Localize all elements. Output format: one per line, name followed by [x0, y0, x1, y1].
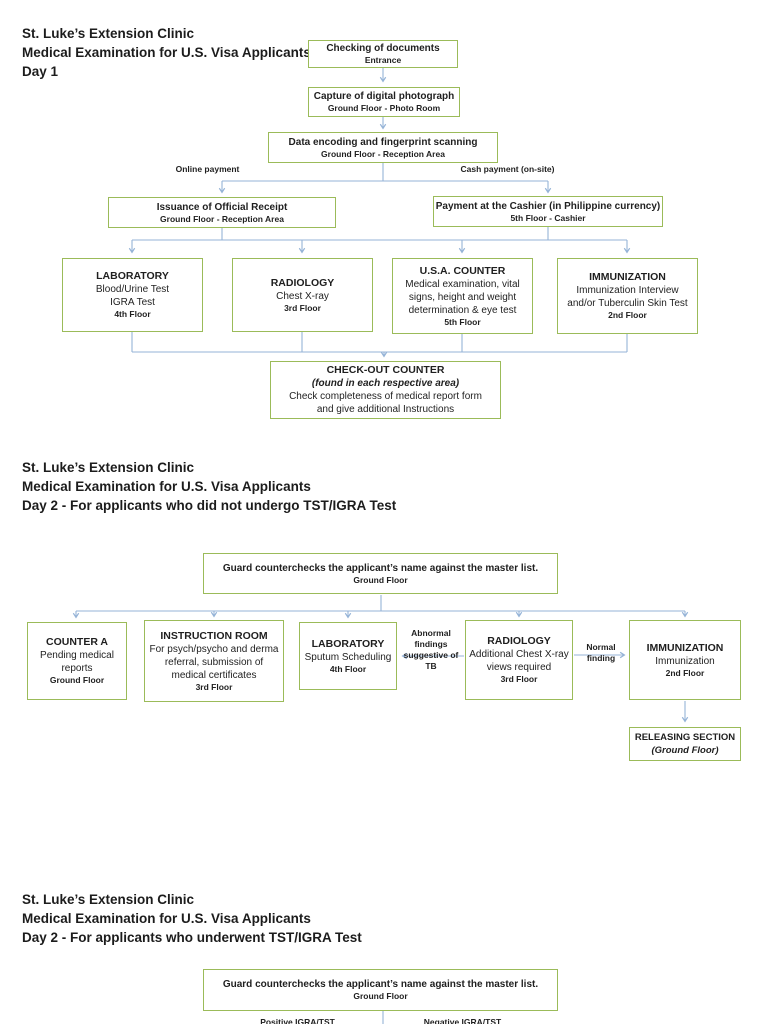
- flow-box-checking-documents: Checking of documents Entrance: [308, 40, 458, 68]
- box-title: RADIOLOGY: [487, 635, 551, 647]
- box-title: CHECK-OUT COUNTER: [326, 364, 445, 376]
- box-title: Data encoding and fingerprint scanning: [288, 136, 478, 148]
- flow-box-releasing-section: RELEASING SECTION (Ground Floor): [629, 727, 741, 761]
- flow-box-immunization-day2: IMMUNIZATION Immunization 2nd Floor: [629, 620, 741, 700]
- box-title: IMMUNIZATION: [589, 271, 666, 283]
- box-floor: Entrance: [364, 55, 402, 65]
- flow-box-guard-check-day2b: Guard counterchecks the applicant’s name…: [203, 969, 558, 1011]
- flow-box-counter-a: COUNTER A Pending medical reports Ground…: [27, 622, 127, 700]
- flow-box-data-encoding: Data encoding and fingerprint scanning G…: [268, 132, 498, 163]
- section1-heading: St. Luke’s Extension Clinic Medical Exam…: [22, 24, 311, 81]
- flow-box-cashier-payment: Payment at the Cashier (in Philippine cu…: [433, 196, 663, 227]
- flow-box-radiology-day2: RADIOLOGY Additional Chest X-ray views r…: [465, 620, 573, 700]
- box-subtitle: (Ground Floor): [651, 745, 719, 756]
- branch-label-online-payment: Online payment: [175, 164, 240, 174]
- edge-label-normal-finding: Normal finding: [586, 642, 616, 663]
- box-title: Guard counterchecks the applicant’s name…: [222, 562, 539, 574]
- box-body: IGRA Test: [110, 297, 155, 308]
- box-body: Blood/Urine Test: [95, 284, 170, 295]
- edge-label-abnormal-findings: Abnormal findings suggestive of TB: [403, 628, 459, 671]
- box-body: Pending medical reports: [40, 650, 114, 674]
- edge-label-positive-igra-tst: Positive IGRA/TST: [260, 1017, 335, 1024]
- flow-box-radiology-day1: RADIOLOGY Chest X-ray 3rd Floor: [232, 258, 373, 332]
- branch-label-cash-payment: Cash payment (on-site): [460, 164, 555, 174]
- box-body: Sputum Scheduling: [304, 651, 392, 663]
- box-subtitle: (found in each respective area): [311, 378, 460, 389]
- box-title: Capture of digital photograph: [313, 91, 455, 102]
- section2-heading: St. Luke’s Extension Clinic Medical Exam…: [22, 458, 396, 515]
- box-body: Immunization Interview and/or Tuberculin…: [567, 285, 688, 309]
- box-title: RELEASING SECTION: [634, 732, 736, 743]
- box-floor: 4th Floor: [329, 663, 367, 674]
- clinic-name: St. Luke’s Extension Clinic: [22, 460, 195, 475]
- box-body: Additional Chest X-ray views required: [469, 649, 569, 673]
- box-floor: 5th Floor: [444, 316, 481, 327]
- box-title: Checking of documents: [326, 43, 440, 54]
- box-body: Check completeness of medical report for…: [289, 391, 482, 402]
- edge-label-negative-igra-tst: Negative IGRA/TST: [423, 1017, 502, 1024]
- clinic-name: St. Luke’s Extension Clinic: [22, 892, 195, 907]
- flow-box-immunization-day1: IMMUNIZATION Immunization Interview and/…: [557, 258, 698, 334]
- box-floor: 2nd Floor: [608, 310, 647, 320]
- box-title: IMMUNIZATION: [646, 641, 724, 654]
- box-floor: 3rd Floor: [284, 302, 321, 313]
- box-body: Chest X-ray: [276, 290, 329, 302]
- box-body: For psych/psycho and derma referral, sub…: [149, 643, 279, 681]
- box-floor: 5th Floor - Cashier: [510, 212, 586, 223]
- box-body: Medical examination, vital signs, height…: [405, 278, 520, 316]
- day-label: Day 2 - For applicants who did not under…: [22, 498, 397, 513]
- exam-title: Medical Examination for U.S. Visa Applic…: [22, 45, 311, 60]
- box-title: RADIOLOGY: [270, 276, 335, 289]
- flow-box-guard-check-day2a: Guard counterchecks the applicant’s name…: [203, 553, 558, 594]
- flow-box-photo-capture: Capture of digital photograph Ground Flo…: [308, 87, 460, 117]
- flow-box-laboratory-day2: LABORATORY Sputum Scheduling 4th Floor: [299, 622, 397, 690]
- clinic-name: St. Luke’s Extension Clinic: [22, 26, 195, 41]
- box-floor: 4th Floor: [114, 309, 151, 319]
- box-floor: Ground Floor: [353, 991, 408, 1001]
- box-floor: Ground Floor - Photo Room: [327, 103, 441, 113]
- box-title: COUNTER A: [45, 636, 109, 648]
- box-floor: 3rd Floor: [500, 674, 538, 684]
- day-label: Day 1: [22, 64, 59, 79]
- box-title: INSTRUCTION ROOM: [160, 629, 268, 642]
- box-floor: Ground Floor: [353, 574, 408, 585]
- flow-box-official-receipt: Issuance of Official Receipt Ground Floo…: [108, 197, 336, 228]
- box-title: Guard counterchecks the applicant’s name…: [222, 979, 539, 990]
- box-floor: Ground Floor: [49, 675, 105, 685]
- exam-title: Medical Examination for U.S. Visa Applic…: [22, 911, 311, 926]
- box-floor: 3rd Floor: [195, 681, 233, 692]
- flow-box-instruction-room: INSTRUCTION ROOM For psych/psycho and de…: [144, 620, 284, 702]
- flow-box-usa-counter: U.S.A. COUNTER Medical examination, vita…: [392, 258, 533, 334]
- box-title: Payment at the Cashier (in Philippine cu…: [435, 200, 661, 212]
- flow-box-laboratory-day1: LABORATORY Blood/Urine Test IGRA Test 4t…: [62, 258, 203, 332]
- day-label: Day 2 - For applicants who underwent TST…: [22, 930, 362, 945]
- box-floor: Ground Floor - Reception Area: [160, 213, 284, 224]
- section3-heading: St. Luke’s Extension Clinic Medical Exam…: [22, 890, 362, 947]
- box-floor: 2nd Floor: [665, 667, 705, 678]
- box-body: and give additional Instructions: [316, 404, 455, 415]
- box-floor: Ground Floor - Reception Area: [321, 148, 445, 159]
- box-title: Issuance of Official Receipt: [156, 201, 288, 213]
- box-title: LABORATORY: [311, 637, 385, 650]
- box-body: Immunization: [655, 655, 715, 667]
- box-title: LABORATORY: [96, 270, 169, 282]
- exam-title: Medical Examination for U.S. Visa Applic…: [22, 479, 311, 494]
- flow-box-checkout-counter: CHECK-OUT COUNTER (found in each respect…: [270, 361, 501, 419]
- box-title: U.S.A. COUNTER: [419, 264, 506, 277]
